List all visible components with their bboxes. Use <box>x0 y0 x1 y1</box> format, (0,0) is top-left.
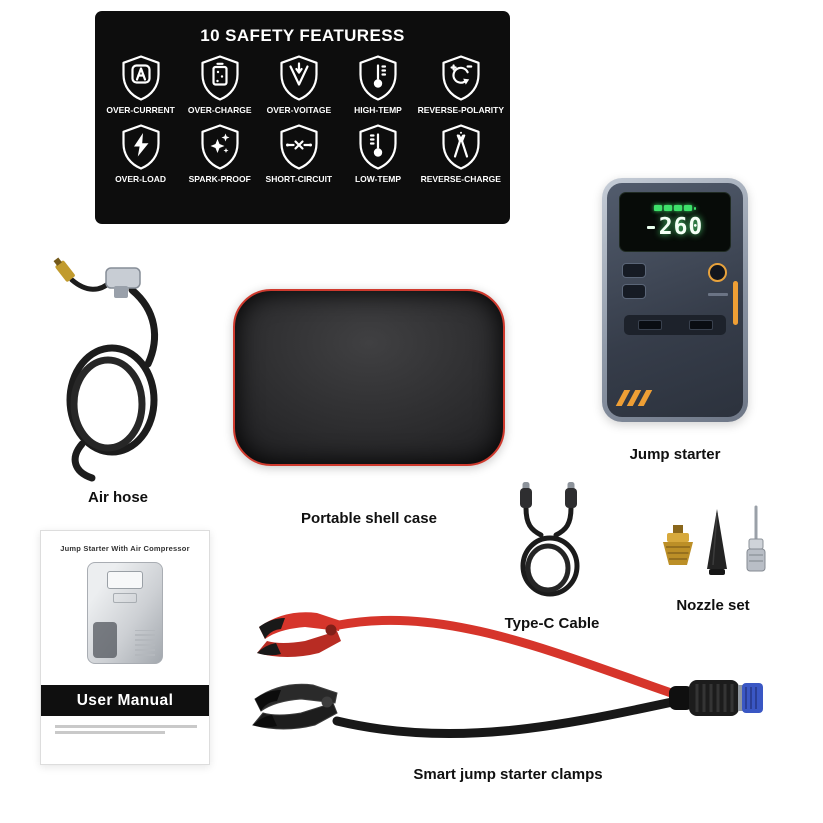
spark-proof-shield-icon <box>201 124 239 170</box>
safety-feature-reverse-polarity: REVERSE-POLARITY <box>418 54 504 115</box>
safety-feature-high-temp: HIGH-TEMP <box>338 54 417 115</box>
safety-feature-label: OVER-LOAD <box>115 174 167 184</box>
battery-segment <box>684 205 692 211</box>
manual-device-drawing <box>87 562 163 664</box>
orange-accent-stripe <box>733 281 738 325</box>
device-print-marks <box>708 293 728 296</box>
usb-port <box>637 320 662 330</box>
safety-feature-label: SHORT-CIRCUIT <box>265 174 333 184</box>
device-ports <box>624 315 726 335</box>
safety-feature-short-circuit: SHORT-CIRCUIT <box>259 123 338 184</box>
drawing-grill <box>135 630 155 656</box>
safety-feature-over-voltage: OVER-VOITAGE <box>259 54 338 115</box>
drawing-screen <box>107 571 143 589</box>
jump-starter-label: Jump starter <box>629 446 721 463</box>
black-clamp <box>252 683 338 730</box>
safety-feature-label: HIGH-TEMP <box>354 105 402 115</box>
nozzle-set-photo <box>663 505 766 575</box>
power-button-icon <box>708 263 727 282</box>
jumper-clamps-photo <box>252 612 763 739</box>
device-button <box>622 284 646 299</box>
battery-segment <box>654 205 662 211</box>
safety-panel-title: 10 SAFETY FEATURESS <box>200 26 405 45</box>
jump-starter-display: 260 <box>619 192 731 252</box>
brass-inflator-tip <box>53 257 75 282</box>
safety-features-panel: 10 SAFETY FEATURESS OVER-CURRENT <box>95 11 510 224</box>
safety-feature-reverse-charge: REVERSE-CHARGE <box>418 123 504 184</box>
reverse-polarity-shield-icon <box>442 55 480 101</box>
hose-metal-fitting <box>105 267 141 298</box>
usb-port <box>688 320 713 330</box>
display-value: 260 <box>658 214 704 240</box>
device-button <box>622 263 646 278</box>
safety-feature-label: OVER-CURRENT <box>106 105 175 115</box>
over-load-shield-icon <box>121 124 160 170</box>
display-dash <box>646 226 655 229</box>
short-circuit-shield-icon <box>280 124 318 170</box>
usb-c-connector <box>565 482 577 508</box>
nozzle-set-label: Nozzle set <box>676 597 750 614</box>
battery-indicator <box>654 205 696 211</box>
high-temp-shield-icon <box>359 55 397 101</box>
over-current-shield-icon <box>121 55 160 101</box>
drawing-shading <box>93 622 117 658</box>
brass-nozzle <box>663 525 693 565</box>
jump-starter-front: 260 <box>607 183 743 417</box>
air-hose-photo <box>53 257 158 482</box>
safety-feature-over-charge: OVER-CHARGE <box>180 54 259 115</box>
hazard-stripes <box>615 390 653 406</box>
safety-feature-low-temp: LOW-TEMP <box>338 123 417 184</box>
type-c-cable-photo <box>520 482 580 597</box>
safety-feature-label: REVERSE-CHARGE <box>420 174 501 184</box>
over-voltage-shield-icon <box>280 55 318 101</box>
display-reading: 260 <box>646 214 704 240</box>
low-temp-shield-icon <box>359 124 397 170</box>
safety-feature-label: SPARK-PROOF <box>188 174 251 184</box>
safety-feature-label: LOW-TEMP <box>354 174 402 184</box>
device-buttons <box>622 263 646 299</box>
battery-segment <box>674 205 682 211</box>
air-hose-label: Air hose <box>87 489 148 506</box>
type-c-cable-label: Type-C Cable <box>504 615 600 632</box>
manual-cover-title: Jump Starter With Air Compressor <box>60 544 190 553</box>
reverse-charge-shield-icon <box>442 124 480 170</box>
red-clamp <box>257 612 341 657</box>
usb-c-connector <box>520 482 532 508</box>
jumper-clamps-label: Smart jump starter clamps <box>413 766 603 783</box>
drawing-button <box>113 593 137 603</box>
safety-feature-label: OVER-VOITAGE <box>266 105 332 115</box>
safety-feature-over-load: OVER-LOAD <box>101 123 180 184</box>
safety-feature-over-current: OVER-CURRENT <box>101 54 180 115</box>
battery-tip <box>694 206 696 210</box>
safety-feature-label: REVERSE-POLARITY <box>417 105 504 115</box>
shell-case-label: Portable shell case <box>301 510 437 527</box>
manual-text-line <box>55 725 197 728</box>
safety-feature-label: OVER-CHARGE <box>187 105 252 115</box>
safety-feature-grid: OVER-CURRENT OVER-CHARGE <box>95 54 510 184</box>
user-manual-photo: Jump Starter With Air Compressor User Ma… <box>40 530 210 765</box>
cone-nozzle <box>707 509 727 575</box>
jump-starter-photo: 260 <box>602 178 748 422</box>
battery-segment <box>664 205 672 211</box>
safety-feature-spark-proof: SPARK-PROOF <box>180 123 259 184</box>
over-charge-shield-icon <box>201 55 239 101</box>
manual-text-line <box>55 731 165 734</box>
clamp-connector <box>669 680 763 716</box>
device-power-group <box>708 263 728 299</box>
manual-title-band: User Manual <box>41 685 209 716</box>
device-controls <box>622 263 728 299</box>
shell-case-photo <box>233 289 505 466</box>
ball-needle-nozzle <box>746 505 766 572</box>
